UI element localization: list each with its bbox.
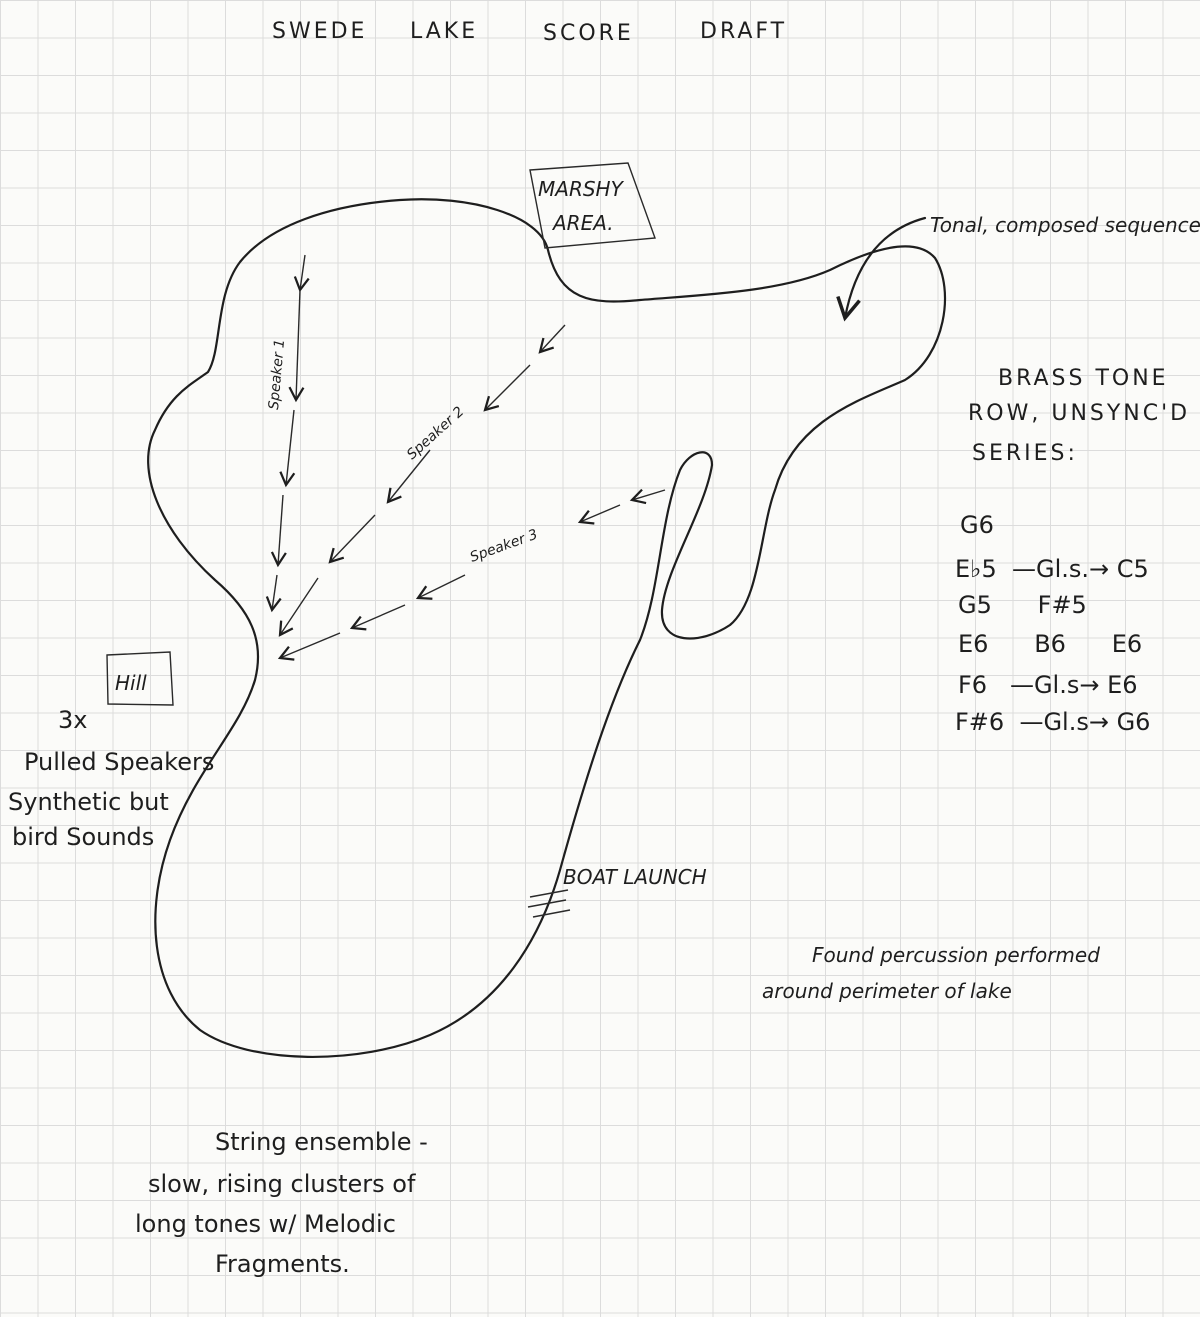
speaker-2-arrows: Speaker 2 bbox=[278, 324, 566, 637]
speaker-2-label: Speaker 2 bbox=[404, 404, 467, 463]
speaker-1-label: Speaker 1 bbox=[266, 338, 288, 410]
note-line: Found percussion performed bbox=[812, 943, 1100, 967]
title-word: SCORE bbox=[543, 21, 634, 46]
title-word: LAKE bbox=[410, 19, 478, 44]
note-line: 3x bbox=[58, 706, 87, 734]
found-percussion-note: Found percussion performed around perime… bbox=[762, 943, 1100, 1003]
note-line: slow, rising clusters of bbox=[148, 1170, 416, 1198]
tonal-sequence-label: Tonal, composed sequence bbox=[930, 213, 1200, 237]
brass-heading: ROW, UNSYNC'D bbox=[968, 401, 1190, 426]
tone-row: G6 bbox=[960, 511, 994, 539]
lake-outline bbox=[147, 198, 947, 1058]
tone-row: E6 B6 E6 bbox=[958, 630, 1142, 658]
marshy-text: MARSHY bbox=[538, 177, 625, 201]
marshy-text: AREA. bbox=[551, 211, 614, 235]
pulled-speakers-note: 3x Pulled Speakers Synthetic but bird So… bbox=[8, 706, 214, 851]
note-line: long tones w/ Melodic bbox=[135, 1210, 396, 1238]
brass-heading: SERIES: bbox=[972, 441, 1078, 466]
note-line: Pulled Speakers bbox=[24, 748, 214, 776]
note-line: Synthetic but bbox=[8, 788, 169, 816]
boat-launch-label: BOAT LAUNCH bbox=[563, 865, 707, 889]
note-line: around perimeter of lake bbox=[762, 979, 1012, 1003]
tonal-arrow bbox=[836, 216, 927, 322]
brass-tone-row: BRASS TONE ROW, UNSYNC'D SERIES: G6 E♭5 … bbox=[955, 366, 1190, 736]
title-word: DRAFT bbox=[700, 19, 787, 44]
tone-row: F6 —Gl.s→ E6 bbox=[958, 671, 1138, 699]
speaker-3-label: Speaker 3 bbox=[468, 527, 540, 566]
title-word: SWEDE bbox=[272, 19, 367, 44]
string-ensemble-note: String ensemble - slow, rising clusters … bbox=[135, 1128, 428, 1278]
speaker-3-arrows: Speaker 3 bbox=[277, 488, 666, 661]
note-line: String ensemble - bbox=[215, 1128, 428, 1156]
boat-launch-marker: BOAT LAUNCH bbox=[527, 865, 707, 918]
speaker-1-arrows: Speaker 1 bbox=[265, 254, 310, 613]
hill-text: Hill bbox=[115, 671, 147, 695]
tone-row: F#6 —Gl.s→ G6 bbox=[955, 708, 1150, 736]
hill-label: Hill bbox=[106, 651, 174, 706]
brass-heading: BRASS TONE bbox=[998, 366, 1169, 391]
page-title: SWEDE LAKE SCORE DRAFT bbox=[272, 19, 787, 46]
note-line: Fragments. bbox=[215, 1250, 350, 1278]
tone-row: E♭5 —Gl.s.→ C5 bbox=[955, 555, 1149, 583]
note-line: bird Sounds bbox=[12, 823, 154, 851]
tone-row: G5 F#5 bbox=[958, 591, 1087, 619]
marshy-area-label: MARSHY AREA. bbox=[529, 162, 656, 249]
